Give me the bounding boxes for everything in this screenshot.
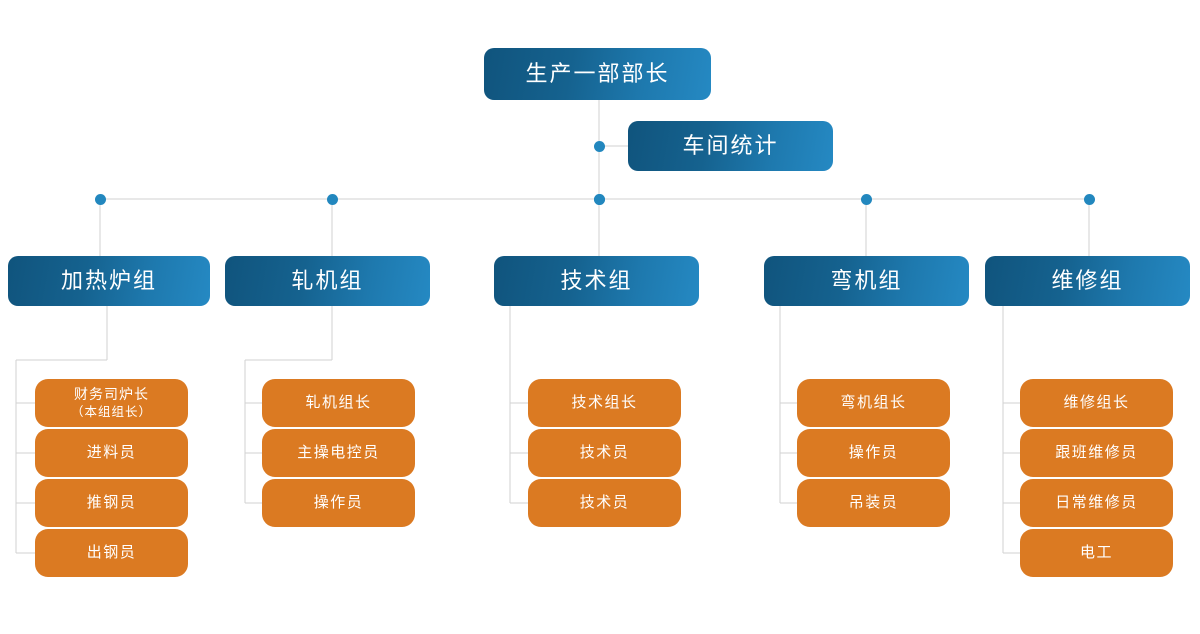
member-node-5-1[interactable]: 维修组长 xyxy=(1020,379,1173,427)
staff-connector-dot xyxy=(593,140,605,152)
member-node-label-5-2: 跟班维修员 xyxy=(1055,444,1138,462)
group-connector-dot-5 xyxy=(1083,193,1095,205)
member-node-label-3-1: 技术组长 xyxy=(571,394,638,412)
member-node-label-3-2: 技术员 xyxy=(579,444,630,462)
member-node-label-1-3: 推钢员 xyxy=(86,494,137,512)
member-node-5-4[interactable]: 电工 xyxy=(1020,529,1173,577)
group-node-3[interactable]: 技术组 xyxy=(494,256,699,306)
member-node-3-1[interactable]: 技术组长 xyxy=(528,379,681,427)
member-node-1-2[interactable]: 进料员 xyxy=(35,429,188,477)
member-node-4-2[interactable]: 操作员 xyxy=(797,429,950,477)
member-node-3-3[interactable]: 技术员 xyxy=(528,479,681,527)
member-node-label-2-3: 操作员 xyxy=(313,494,364,512)
member-node-label-5-1: 维修组长 xyxy=(1063,394,1130,412)
member-node-1-4[interactable]: 出钢员 xyxy=(35,529,188,577)
member-node-label-1-2: 进料员 xyxy=(86,444,137,462)
root-node[interactable]: 生产一部部长 xyxy=(484,48,711,100)
member-node-label-2-1: 轧机组长 xyxy=(305,394,372,412)
group-connector-dot-2 xyxy=(326,193,338,205)
group-connector-dot-4 xyxy=(860,193,872,205)
member-node-4-1[interactable]: 弯机组长 xyxy=(797,379,950,427)
member-node-3-2[interactable]: 技术员 xyxy=(528,429,681,477)
member-node-2-3[interactable]: 操作员 xyxy=(262,479,415,527)
root-node-label: 生产一部部长 xyxy=(525,61,670,87)
group-node-2[interactable]: 轧机组 xyxy=(225,256,430,306)
member-node-2-1[interactable]: 轧机组长 xyxy=(262,379,415,427)
member-node-label-4-2: 操作员 xyxy=(848,444,899,462)
group-node-1[interactable]: 加热炉组 xyxy=(8,256,210,306)
member-node-label-5-4: 电工 xyxy=(1079,544,1113,562)
member-node-label-4-1: 弯机组长 xyxy=(840,394,907,412)
group-node-5[interactable]: 维修组 xyxy=(985,256,1190,306)
node-sublabel: （本组组长） xyxy=(70,405,152,419)
member-node-1-1[interactable]: 财务司炉长（本组组长） xyxy=(35,379,188,427)
group-node-4[interactable]: 弯机组 xyxy=(764,256,969,306)
member-node-5-2[interactable]: 跟班维修员 xyxy=(1020,429,1173,477)
member-node-5-3[interactable]: 日常维修员 xyxy=(1020,479,1173,527)
member-node-label-1-4: 出钢员 xyxy=(86,544,137,562)
group-node-label-4: 弯机组 xyxy=(830,268,903,294)
member-node-label-5-3: 日常维修员 xyxy=(1055,494,1138,512)
member-node-1-3[interactable]: 推钢员 xyxy=(35,479,188,527)
group-connector-dot-1 xyxy=(94,193,106,205)
group-node-label-2: 轧机组 xyxy=(291,268,364,294)
staff-node[interactable]: 车间统计 xyxy=(628,121,833,171)
staff-node-label: 车间统计 xyxy=(682,133,779,159)
member-node-label-2-2: 主操电控员 xyxy=(297,444,380,462)
group-node-label-1: 加热炉组 xyxy=(60,268,157,294)
member-node-4-3[interactable]: 吊装员 xyxy=(797,479,950,527)
group-node-label-3: 技术组 xyxy=(560,268,633,294)
member-node-2-2[interactable]: 主操电控员 xyxy=(262,429,415,477)
member-node-label-3-3: 技术员 xyxy=(579,494,630,512)
member-node-label-4-3: 吊装员 xyxy=(848,494,899,512)
group-connector-dot-3 xyxy=(593,193,605,205)
group-node-label-5: 维修组 xyxy=(1051,268,1124,294)
member-node-label-1-1: 财务司炉长（本组组长） xyxy=(70,386,152,419)
